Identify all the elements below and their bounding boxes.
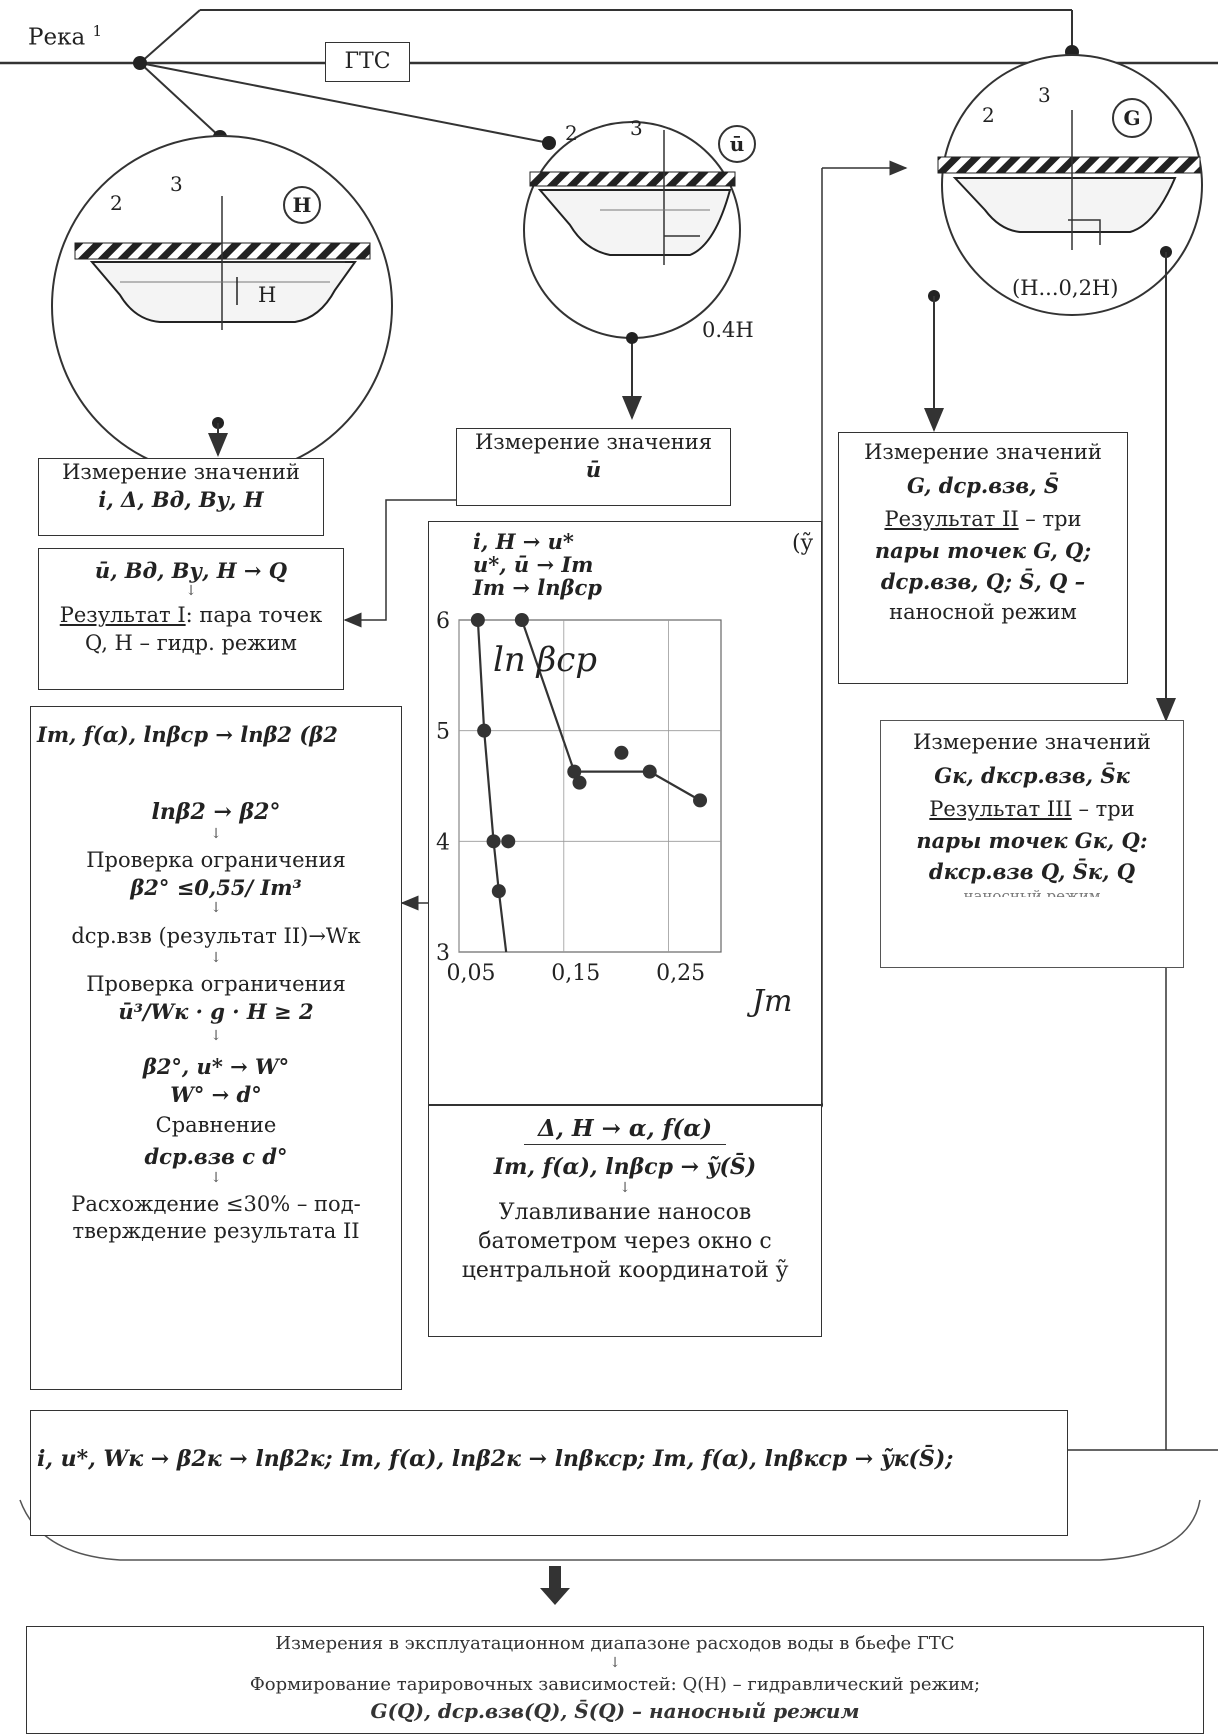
gts-box: ГТС	[325, 42, 410, 82]
measure-h-title: Измерение значений	[62, 460, 300, 484]
chart-point	[567, 764, 582, 779]
verif-w: dср.взв (результат II)→Wк	[71, 924, 361, 949]
chart-point	[501, 834, 516, 849]
circle-u-depth: 0.4Н	[702, 318, 754, 342]
k-formulas: i, u*, Wк → β2к → lnβ2к; Iт, f(α), lnβ2к…	[37, 1446, 954, 1472]
circle-h-tag: Н	[283, 186, 321, 224]
chart-point	[470, 613, 485, 627]
sampling-text-3: центральной координатой ỹ	[461, 1257, 789, 1283]
measure-u-box: Измерение значения ū	[456, 428, 731, 506]
result-1-label: Результат I	[59, 603, 186, 628]
chart-point	[693, 793, 708, 808]
verification-box: Iт, f(α), lnβср → lnβ2 (β2 lnβ2 → β2° ↓ …	[30, 706, 402, 1390]
result-2-regime: наносной режим	[889, 600, 1077, 625]
circle-u-tag: ū	[718, 125, 756, 163]
y-formula: Iт, f(α), lnβср → ỹ(S̄)	[493, 1153, 757, 1180]
sampling-text-2: батометром через окно с	[478, 1229, 772, 1255]
circle-h-label-3: 3	[170, 172, 183, 196]
sampling-text-1: Улавливание наносов	[498, 1200, 752, 1226]
result-2-label: Результат II	[884, 506, 1019, 531]
final-line-1: Измерения в эксплуатационном диапазоне р…	[275, 1633, 955, 1654]
circle-h-depth: Н	[258, 283, 277, 307]
circle-g-depth: (Н...0,2Н)	[1012, 276, 1119, 300]
verif-result-1: Расхождение ≤30% – под-	[71, 1191, 361, 1216]
chart-point	[614, 745, 629, 760]
circle-h-label-2: 2	[110, 191, 123, 215]
chart-x-tick: 0,25	[656, 961, 705, 986]
verif-w0: β2°, u* → W°	[142, 1054, 290, 1080]
result-2-pairs-2: dср.взв, Q; S̄, Q –	[880, 569, 1086, 595]
circle-u-section	[523, 121, 741, 420]
alpha-formula: Δ, H → α, f(α)	[524, 1114, 726, 1145]
measure-k-vars: Gк, dкср.взв, S̄к	[934, 763, 1130, 789]
result-3-regime: наносный режим	[963, 887, 1101, 898]
middle-chart-box: i, H → u* u*, ū → Iт Iт → lnβср (ỹ 6 5 4 3 …	[428, 521, 822, 1105]
measure-g-vars: G, dср.взв, S̄	[906, 473, 1060, 499]
final-line-2: Формирование тарировочных зависимостей: …	[249, 1674, 981, 1696]
verif-limit-2: ū³/Wк · g · H ≥ 2	[118, 999, 314, 1025]
mid-formula-1: i, H → u*	[473, 529, 574, 554]
river-label: Река 1	[28, 22, 103, 51]
result-1-regime: Q, H – гидр. режим	[85, 630, 297, 655]
chart-series-line	[520, 619, 701, 802]
measure-u-title: Измерение значения	[474, 430, 713, 454]
final-line-3: G(Q), dср.взв(Q), S̄(Q) – наносный режим	[370, 1699, 860, 1724]
measure-k-box: Измерение значений Gк, dкср.взв, S̄к Рез…	[880, 720, 1184, 968]
chart-axis-label: Jт	[752, 984, 793, 1019]
result-3-label: Результат III	[929, 796, 1072, 821]
k-formulas-box: i, u*, Wк → β2к → lnβ2к; Iт, f(α), lnβ2к…	[30, 1410, 1068, 1536]
result-3-pairs: пары точек Gк, Q:	[916, 827, 1148, 853]
verif-formula-2: lnβ2 → β2°	[151, 799, 281, 826]
verif-result-2: тверждение результата II	[72, 1218, 360, 1243]
chart-y-tick: 3	[436, 941, 450, 966]
circle-g-label-2: 2	[982, 103, 995, 127]
verif-d0: W° → d°	[170, 1081, 262, 1107]
verif-limit-1: β2° ≤0,55/ Iт³	[130, 875, 302, 901]
verif-compare: Сравнение	[155, 1112, 277, 1137]
verif-formula-1: Iт, f(α), lnβср → lnβ2 (β2	[37, 722, 338, 747]
chart-point	[477, 723, 492, 738]
chart-y-tick: 5	[436, 720, 450, 745]
chart-point	[642, 764, 657, 779]
result-1-formula: ū, Bд, Bу, H → Q	[94, 558, 288, 583]
chart-y-tick: 4	[436, 830, 450, 855]
measure-u-vars: ū	[585, 457, 602, 483]
result-1-box: ū, Bд, Bу, H → Q ↓ Результат I: пара точ…	[38, 548, 344, 690]
mid-formula-3: Iт → lnβср	[473, 575, 602, 601]
measure-g-title: Измерение значений	[864, 440, 1102, 464]
measure-g-box: Измерение значений G, dср.взв, S̄ Резуль…	[838, 432, 1128, 684]
verif-compare-formula: dср.взв c d°	[144, 1144, 288, 1170]
chart-point	[486, 834, 501, 849]
chart-y-tick: 6	[436, 609, 450, 634]
mid-formula-2: u*, ū → Iт	[473, 552, 594, 578]
chart-point	[514, 613, 529, 627]
middle-bottom-box: Δ, H → α, f(α) Iт, f(α), lnβср → ỹ(S̄) ↓…	[428, 1105, 822, 1337]
chart-point	[491, 884, 506, 899]
circle-g-label-3: 3	[1038, 83, 1051, 107]
verif-check-2: Проверка ограничения	[86, 971, 346, 996]
measure-k-title: Измерение значений	[913, 730, 1151, 754]
chart-point	[572, 775, 587, 790]
circle-u-label-3: 3	[630, 116, 643, 140]
beta-chart: 6 5 4 3 0,05 0,15 0,25	[436, 609, 722, 986]
chart-title: ln βср	[493, 640, 598, 680]
chart-x-tick: 0,05	[447, 961, 496, 986]
result-3-pairs-2: dкср.взв Q, S̄к, Q	[928, 859, 1136, 885]
circle-h-section	[51, 135, 393, 477]
final-box: Измерения в эксплуатационном диапазоне р…	[26, 1626, 1204, 1734]
circle-u-label-2: 2	[565, 121, 578, 145]
chart-x-tick: 0,15	[551, 961, 600, 986]
measure-h-vars: i, Δ, Bд, Bу, H	[98, 487, 264, 513]
mid-tag: (ỹ	[791, 531, 813, 556]
verif-check-1: Проверка ограничения	[86, 847, 346, 872]
measure-h-box: Измерение значений i, Δ, Bд, Bу, H	[38, 458, 324, 536]
circle-g-tag: G	[1112, 98, 1152, 138]
result-2-pairs: пары точек G, Q;	[874, 537, 1092, 563]
